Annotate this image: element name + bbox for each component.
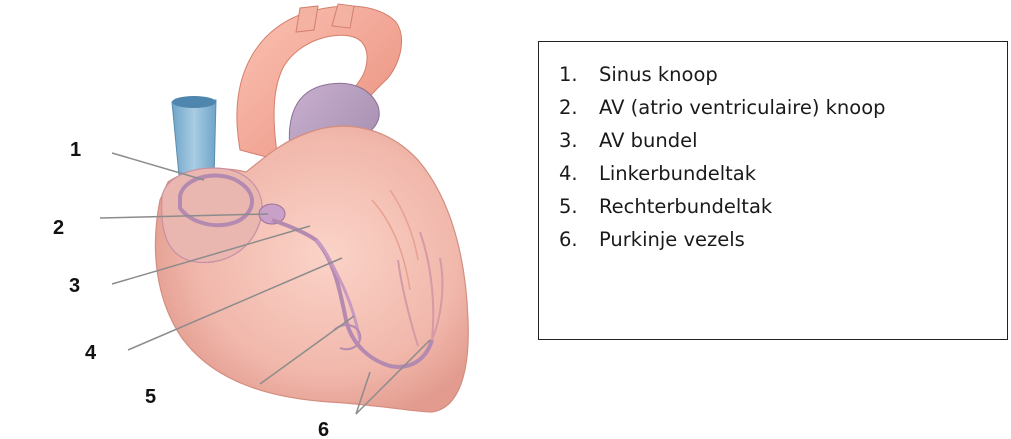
legend-text: Linkerbundeltak bbox=[599, 162, 756, 185]
diagram-label-2: 2 bbox=[53, 217, 64, 239]
legend-text: Sinus knoop bbox=[599, 63, 718, 86]
legend-text: AV bundel bbox=[599, 129, 698, 152]
legend-number: 3. bbox=[559, 129, 599, 152]
diagram-label-1: 1 bbox=[70, 139, 81, 161]
legend-number: 5. bbox=[559, 195, 599, 218]
diagram-label-4: 4 bbox=[85, 342, 97, 364]
legend-text: Rechterbundeltak bbox=[599, 195, 772, 218]
legend-item: 2. AV (atrio ventriculaire) knoop bbox=[559, 91, 886, 124]
legend-item: 5. Rechterbundeltak bbox=[559, 190, 886, 223]
legend-box: 1. Sinus knoop 2. AV (atrio ventriculair… bbox=[538, 41, 1008, 340]
diagram-label-3: 3 bbox=[69, 275, 80, 297]
legend-item: 3. AV bundel bbox=[559, 124, 886, 157]
legend-number: 2. bbox=[559, 96, 599, 119]
legend-item: 4. Linkerbundeltak bbox=[559, 157, 886, 190]
legend-text: Purkinje vezels bbox=[599, 228, 745, 251]
diagram-label-5: 5 bbox=[145, 386, 156, 408]
vena-cava-opening bbox=[172, 96, 216, 108]
legend-item: 6. Purkinje vezels bbox=[559, 223, 886, 256]
diagram-label-6: 6 bbox=[318, 419, 329, 439]
legend-number: 4. bbox=[559, 162, 599, 185]
legend-text: AV (atrio ventriculaire) knoop bbox=[599, 96, 886, 119]
legend-number: 1. bbox=[559, 63, 599, 86]
legend-item: 1. Sinus knoop bbox=[559, 58, 886, 91]
legend-number: 6. bbox=[559, 228, 599, 251]
legend-list: 1. Sinus knoop 2. AV (atrio ventriculair… bbox=[559, 58, 886, 256]
